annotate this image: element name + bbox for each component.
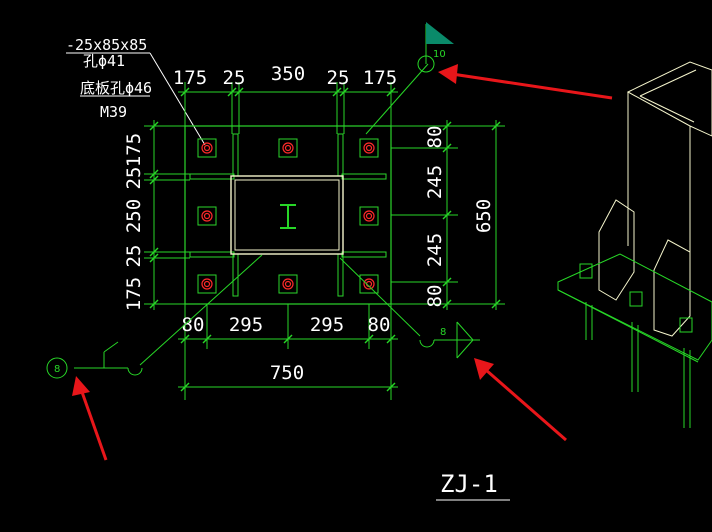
- note-bolt-size: M39: [100, 103, 127, 121]
- bolt-circle-icon: [203, 144, 211, 152]
- dim-left-5: 175: [123, 277, 145, 311]
- weld-tag-top-right: 10: [433, 49, 446, 60]
- dimension-text-top: 175 25 350 25 175: [173, 63, 397, 89]
- note-plate-size: -25x85x85: [66, 36, 147, 54]
- dim-left-4: 25: [123, 245, 145, 268]
- dim-top-1: 175: [173, 67, 207, 89]
- bolt-circle-icon: [363, 210, 375, 222]
- bolt-group: [197, 138, 379, 294]
- dim-bottom-4: 80: [368, 314, 391, 336]
- dim-top-3: 350: [271, 63, 305, 85]
- bolt-washer: [278, 274, 298, 294]
- dim-top-5: 175: [363, 67, 397, 89]
- bolt-circle-icon: [363, 142, 375, 154]
- dim-right-2: 245: [424, 165, 446, 199]
- dim-bottom-total: 750: [270, 362, 304, 384]
- dim-top-2: 25: [223, 67, 246, 89]
- dim-bottom-3: 295: [310, 314, 344, 336]
- red-arrow-icon: [72, 64, 613, 461]
- dim-left-1: 175: [123, 133, 145, 167]
- dim-right-4: 80: [424, 285, 446, 308]
- bolt-circle-icon: [365, 144, 373, 152]
- note-base-hole-size: 底板孔ϕ46: [80, 79, 152, 97]
- bolt-circle-icon: [282, 278, 294, 290]
- bolt-washer: [359, 206, 379, 226]
- dim-bottom-2: 295: [229, 314, 263, 336]
- dimension-text-bottom: 80 295 295 80 750: [182, 314, 391, 384]
- weld-flag-icon: [426, 22, 454, 44]
- bolt-circle-icon: [201, 278, 213, 290]
- i-beam-icon: [280, 204, 296, 229]
- bolt-washer: [278, 138, 298, 158]
- bolt-washer: [359, 274, 379, 294]
- column-outline: [230, 175, 344, 255]
- dim-top-4: 25: [327, 67, 350, 89]
- plate-note-block: -25x85x85 孔ϕ41 底板孔ϕ46 M39: [66, 36, 206, 146]
- dim-left-2: 25: [123, 167, 145, 190]
- bolt-washer: [197, 274, 217, 294]
- bolt-circle-icon: [201, 210, 213, 222]
- column-inner-outline: [234, 179, 340, 251]
- dim-left-3: 250: [123, 199, 145, 233]
- bolt-circle-icon: [284, 144, 292, 152]
- dimension-text-left: 175 25 250 25 175: [123, 133, 145, 311]
- drawing-title: ZJ-1: [440, 470, 498, 498]
- bolt-washer: [359, 138, 379, 158]
- bolt-washer: [197, 138, 217, 158]
- dim-right-total: 650: [473, 199, 495, 233]
- bolt-washer: [197, 206, 217, 226]
- bolt-circle-icon: [363, 278, 375, 290]
- dimension-text-right: 80 245 245 80 650: [424, 126, 495, 308]
- dimension-ticks: [149, 87, 501, 392]
- bolt-circle-icon: [365, 212, 373, 220]
- weld-tag-bottom-right: 8: [440, 327, 446, 338]
- bolt-circle-icon: [282, 142, 294, 154]
- weld-tag-left: 8: [54, 364, 60, 375]
- dim-bottom-1: 80: [182, 314, 205, 336]
- bolt-circle-icon: [203, 280, 211, 288]
- bolt-circle-icon: [203, 212, 211, 220]
- column-3d-view: [557, 61, 712, 428]
- note-hole-size: 孔ϕ41: [83, 52, 125, 70]
- dim-right-1: 80: [424, 126, 446, 149]
- bolt-circle-icon: [284, 280, 292, 288]
- bolt-circle-icon: [201, 142, 213, 154]
- dim-right-3: 245: [424, 233, 446, 267]
